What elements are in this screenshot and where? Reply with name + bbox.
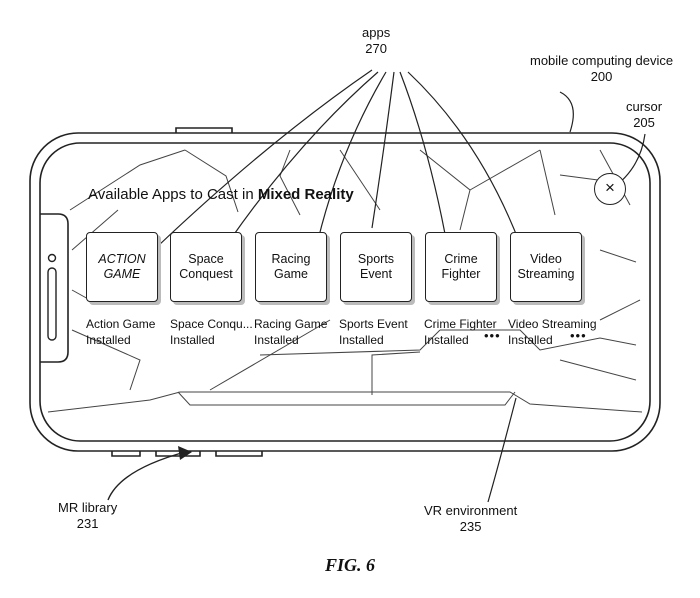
front-camera-icon: [47, 253, 57, 263]
more-apps-indicator: •••: [570, 328, 587, 343]
device-label: mobile computing device 200: [530, 53, 674, 84]
apps-label: apps 270: [362, 25, 391, 56]
close-icon[interactable]: ×: [594, 173, 626, 205]
vr-environment-label: VR environment 235: [424, 503, 518, 534]
power-button: [175, 127, 233, 133]
volume-button-2: [155, 451, 201, 457]
volume-button-3: [215, 451, 263, 457]
cursor-label: cursor 205: [626, 99, 663, 130]
volume-button-1: [111, 451, 141, 457]
phone-body: [29, 132, 661, 452]
library-arrow-head: [178, 446, 192, 460]
app-info-space-conquest: Space Conqu...Installed: [170, 317, 253, 347]
phone-screen: [39, 142, 651, 442]
vr-environment-sketch: [47, 149, 643, 413]
more-apps-indicator: •••: [484, 328, 501, 343]
device-leader-line: [559, 91, 574, 133]
vr-leader-line: [487, 397, 517, 503]
apps-leader-lines: [157, 69, 521, 251]
library-label: MR library 231: [58, 500, 118, 531]
library-arrow-line: [107, 451, 186, 501]
screen-heading: Available Apps to Cast in Mixed Reality: [88, 186, 354, 203]
figure-caption: FIG. 6: [324, 555, 375, 575]
phone-notch: [40, 213, 69, 363]
speaker-grille: [47, 267, 57, 341]
